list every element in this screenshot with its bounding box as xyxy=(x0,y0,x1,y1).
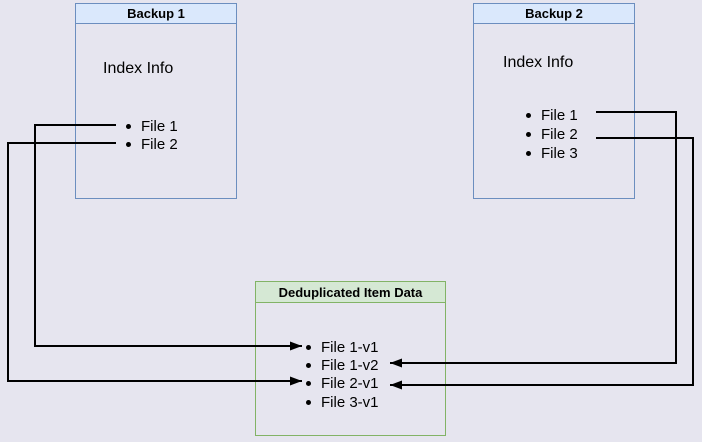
list-item: File 2 xyxy=(526,125,578,144)
bullet-icon xyxy=(526,151,531,156)
bullet-icon xyxy=(306,363,311,369)
backup2-index-info-label: Index Info xyxy=(503,54,574,71)
list-item: File 2 xyxy=(126,135,178,153)
backup2-file-list: File 1 File 2 File 3 xyxy=(526,106,578,163)
backup1-box[interactable]: Backup 1 Index Info File 1 File 2 xyxy=(75,3,237,199)
backup1-index-info-label: Index Info xyxy=(103,60,174,77)
bullet-icon xyxy=(526,113,531,118)
dedup-title: Deduplicated Item Data xyxy=(278,284,423,300)
dedup-file-1-v2-label: File 1-v2 xyxy=(321,357,379,375)
list-item: File 2-v1 xyxy=(306,375,379,393)
bullet-icon xyxy=(306,344,311,350)
bullet-icon xyxy=(126,141,131,147)
deduplicated-item-data-box[interactable]: Deduplicated Item Data File 1-v1 File 1-… xyxy=(255,281,446,436)
dedup-file-list: File 1-v1 File 1-v2 File 2-v1 File 3-v1 xyxy=(306,338,379,412)
list-item: File 1-v2 xyxy=(306,356,379,374)
list-item: File 1 xyxy=(126,117,178,135)
list-item: File 1 xyxy=(526,106,578,125)
bullet-icon xyxy=(126,123,131,129)
backup2-header: Backup 2 xyxy=(474,4,634,24)
list-item: File 1-v1 xyxy=(306,338,379,356)
dedup-file-1-v1-label: File 1-v1 xyxy=(321,338,379,356)
dedup-file-2-v1-label: File 2-v1 xyxy=(321,375,379,393)
backup1-file-1-label: File 1 xyxy=(141,117,178,135)
backup2-file-3-label: File 3 xyxy=(541,145,578,162)
backup2-file-2-label: File 2 xyxy=(541,126,578,143)
dedup-file-3-v1-label: File 3-v1 xyxy=(321,393,379,411)
bullet-icon xyxy=(526,132,531,137)
backup1-title: Backup 1 xyxy=(127,6,185,21)
backup2-file-1-label: File 1 xyxy=(541,107,578,124)
bullet-icon xyxy=(306,381,311,387)
list-item: File 3-v1 xyxy=(306,393,379,411)
bullet-icon xyxy=(306,399,311,405)
backup2-title: Backup 2 xyxy=(525,6,583,21)
list-item: File 3 xyxy=(526,144,578,163)
backup1-file-list: File 1 File 2 xyxy=(126,117,178,153)
dedup-header: Deduplicated Item Data xyxy=(256,282,445,303)
backup1-header: Backup 1 xyxy=(76,4,236,24)
backup2-box[interactable]: Backup 2 Index Info File 1 File 2 File 3 xyxy=(473,3,635,199)
backup1-file-2-label: File 2 xyxy=(141,135,178,153)
